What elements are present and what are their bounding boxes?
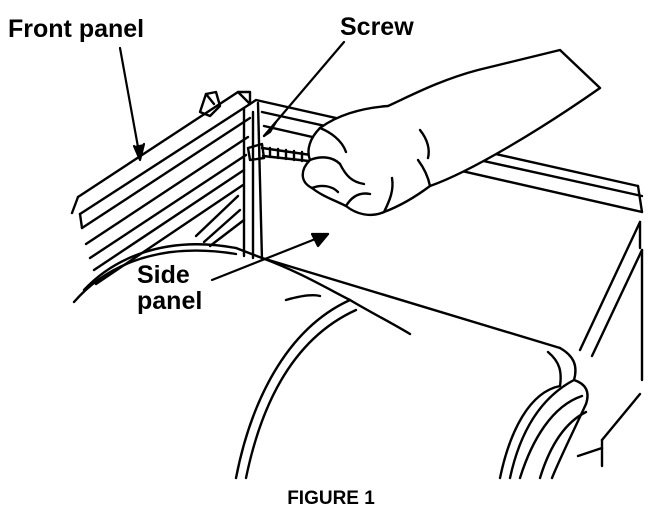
leader-arrows bbox=[118, 40, 346, 282]
figure-caption: FIGURE 1 bbox=[287, 488, 375, 509]
right-frame bbox=[576, 220, 644, 468]
interior-bracket bbox=[194, 194, 246, 248]
side-panel-label: Side panel bbox=[137, 261, 203, 316]
drum-roller bbox=[72, 243, 589, 480]
front-panel-frame bbox=[70, 90, 252, 286]
screw-label: Screw bbox=[340, 13, 414, 41]
hand-icon bbox=[301, 48, 602, 217]
front-panel-label: Front panel bbox=[8, 15, 145, 43]
